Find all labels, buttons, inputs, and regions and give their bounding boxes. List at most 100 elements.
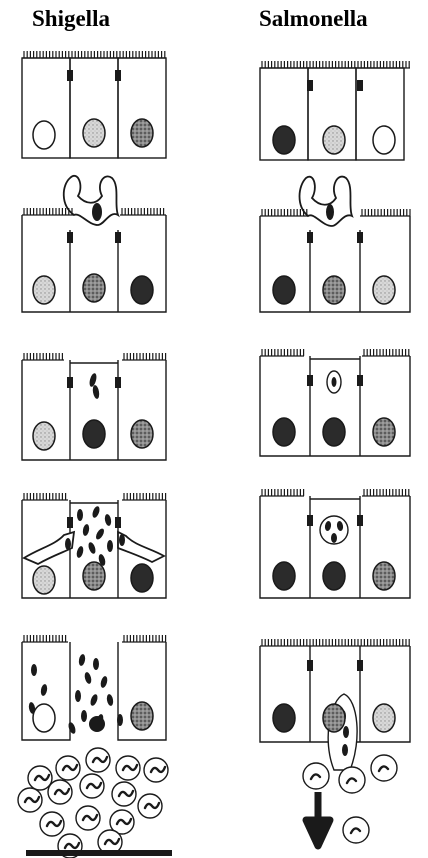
- shigella-bacterium: [75, 690, 81, 702]
- tight-junction: [307, 232, 313, 243]
- nucleus: [273, 126, 295, 154]
- nucleus: [273, 418, 295, 446]
- salmonella-bacterium: [343, 726, 349, 738]
- salmonella-stage-5: [260, 639, 410, 846]
- shigella-bacterium: [100, 675, 109, 688]
- neutrophil: [144, 758, 168, 782]
- salmonella-bacterium: [331, 533, 337, 543]
- nucleus: [131, 420, 153, 448]
- nucleus: [83, 119, 105, 147]
- nucleus: [373, 418, 395, 446]
- nucleus: [323, 704, 345, 732]
- tight-junction: [307, 80, 313, 91]
- shigella-bacterium: [106, 694, 114, 707]
- shigella-bacterium: [65, 538, 71, 550]
- tight-junction: [67, 517, 73, 528]
- salmonella-stage-2: [260, 177, 410, 312]
- nucleus: [323, 276, 345, 304]
- phagocyte: [339, 767, 365, 793]
- shigella-bacterium: [40, 684, 48, 697]
- nucleus: [33, 276, 55, 304]
- nucleus: [273, 704, 295, 732]
- shigella-bacterium: [89, 693, 99, 706]
- phagocyte: [371, 755, 397, 781]
- microvilli: [360, 209, 410, 216]
- nucleus: [33, 422, 55, 450]
- microvilli: [362, 349, 410, 356]
- shigella-bacterium: [31, 664, 37, 676]
- tight-junction: [307, 660, 313, 671]
- microvilli: [362, 489, 410, 496]
- shigella-bacterium: [84, 671, 93, 684]
- tight-junction: [115, 377, 121, 388]
- microvilli: [22, 493, 68, 500]
- neutrophil: [116, 756, 140, 780]
- shigella-bacterium: [92, 385, 100, 400]
- tight-junction: [115, 517, 121, 528]
- phagocyte: [343, 817, 369, 843]
- tight-junction: [115, 232, 121, 243]
- nucleus: [131, 564, 153, 592]
- down-arrow-icon: [306, 792, 330, 846]
- shigella-bacterium: [81, 710, 87, 722]
- nucleus: [373, 126, 395, 154]
- microvilli: [260, 209, 308, 216]
- tight-junction: [67, 232, 73, 243]
- tight-junction: [67, 377, 73, 388]
- shigella-stage-2: [22, 176, 166, 312]
- neutrophil: [56, 756, 80, 780]
- shigella-stage-1: [22, 51, 166, 158]
- nucleus: [373, 276, 395, 304]
- tight-junction: [67, 70, 73, 81]
- shigella-bacterium: [77, 509, 83, 521]
- neutrophil: [18, 788, 42, 812]
- shigella-stage-3: [22, 353, 166, 460]
- microvilli: [22, 635, 68, 642]
- microvilli: [22, 353, 64, 360]
- nucleus: [33, 566, 55, 594]
- nucleus: [273, 562, 295, 590]
- nucleus: [373, 562, 395, 590]
- tight-junction: [357, 80, 363, 91]
- salmonella-stage-4: [260, 489, 410, 598]
- cell-protrusion: [118, 532, 164, 562]
- shigella-bacterium: [82, 524, 90, 537]
- salmonella-bacterium: [342, 744, 348, 756]
- neutrophil: [86, 748, 110, 772]
- microvilli: [122, 353, 166, 360]
- tight-junction: [307, 515, 313, 526]
- shigella-bacterium: [87, 541, 97, 554]
- nucleus: [323, 562, 345, 590]
- nucleus: [323, 418, 345, 446]
- shigella-bacterium: [117, 714, 123, 726]
- microvilli: [260, 489, 304, 496]
- microvilli: [260, 639, 410, 646]
- salmonella-stage-1: [260, 61, 410, 160]
- microvilli: [122, 493, 166, 500]
- tight-junction: [357, 660, 363, 671]
- phagocyte-membrane: [371, 755, 397, 781]
- shigella-bacterium: [107, 540, 113, 552]
- neutrophil: [48, 780, 72, 804]
- shigella-bacterium: [76, 545, 85, 558]
- tight-junction: [357, 515, 363, 526]
- neutrophil: [112, 782, 136, 806]
- membrane-ruffle: [64, 176, 118, 225]
- phagocyte-membrane: [303, 763, 329, 789]
- neutrophil: [80, 774, 104, 798]
- nucleus: [33, 121, 55, 149]
- shigella-stage-5: [18, 635, 172, 858]
- shigella-bacterium: [89, 716, 105, 732]
- nucleus: [83, 420, 105, 448]
- neutrophil: [138, 794, 162, 818]
- neutrophil: [28, 766, 52, 790]
- nucleus: [131, 702, 153, 730]
- tight-junction: [357, 232, 363, 243]
- salmonella-bacterium: [332, 377, 337, 387]
- salmonella-stage-3: [260, 349, 410, 456]
- microvilli: [260, 349, 304, 356]
- tight-junction: [307, 375, 313, 386]
- tight-junction: [115, 70, 121, 81]
- shigella-bacterium: [88, 372, 97, 387]
